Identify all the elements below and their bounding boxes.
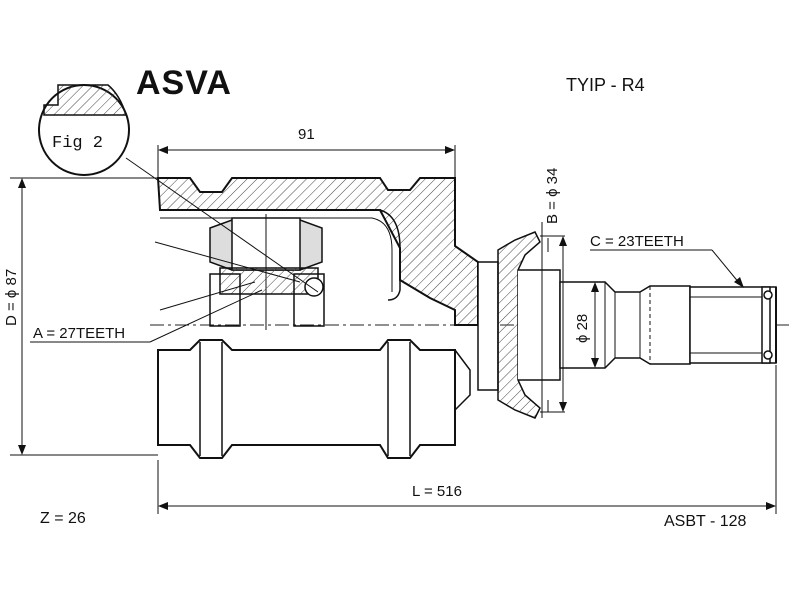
fig-2-detail-callout <box>38 84 319 293</box>
teeth-c-label: C = 23TEETH <box>590 233 684 250</box>
housing-lower-exterior <box>157 339 471 459</box>
part-code-label: ASBT - 128 <box>664 513 747 530</box>
dimension-91-label: 91 <box>298 126 315 143</box>
neck-and-seal <box>477 222 561 419</box>
total-length-label: L = 516 <box>412 483 462 500</box>
dimension-diameter-28 <box>591 282 599 368</box>
shaft-diameter-label: ϕ 28 <box>574 313 591 343</box>
teeth-a-label: A = 27TEETH <box>33 325 126 342</box>
spline-end <box>689 286 777 364</box>
fig-label: Fig 2 <box>52 134 104 153</box>
housing-upper-section <box>156 177 479 326</box>
dimension-diameter-d <box>10 177 158 456</box>
dimension-91 <box>157 145 456 178</box>
inner-race-and-ball <box>154 214 325 330</box>
dimension-diameter-b <box>540 235 567 413</box>
seal-diameter-label: B = ϕ 34 <box>544 167 561 224</box>
shaft <box>559 281 691 369</box>
leader-teeth-a <box>30 289 263 343</box>
outer-diameter-label: D = ϕ 87 <box>3 268 20 326</box>
teeth-z-label: Z = 26 <box>40 510 86 527</box>
type-label: TYIP - R4 <box>566 75 645 95</box>
brand-logo: ASVA <box>136 64 232 102</box>
leader-teeth-c <box>590 249 744 288</box>
dimension-length-l <box>157 365 777 514</box>
